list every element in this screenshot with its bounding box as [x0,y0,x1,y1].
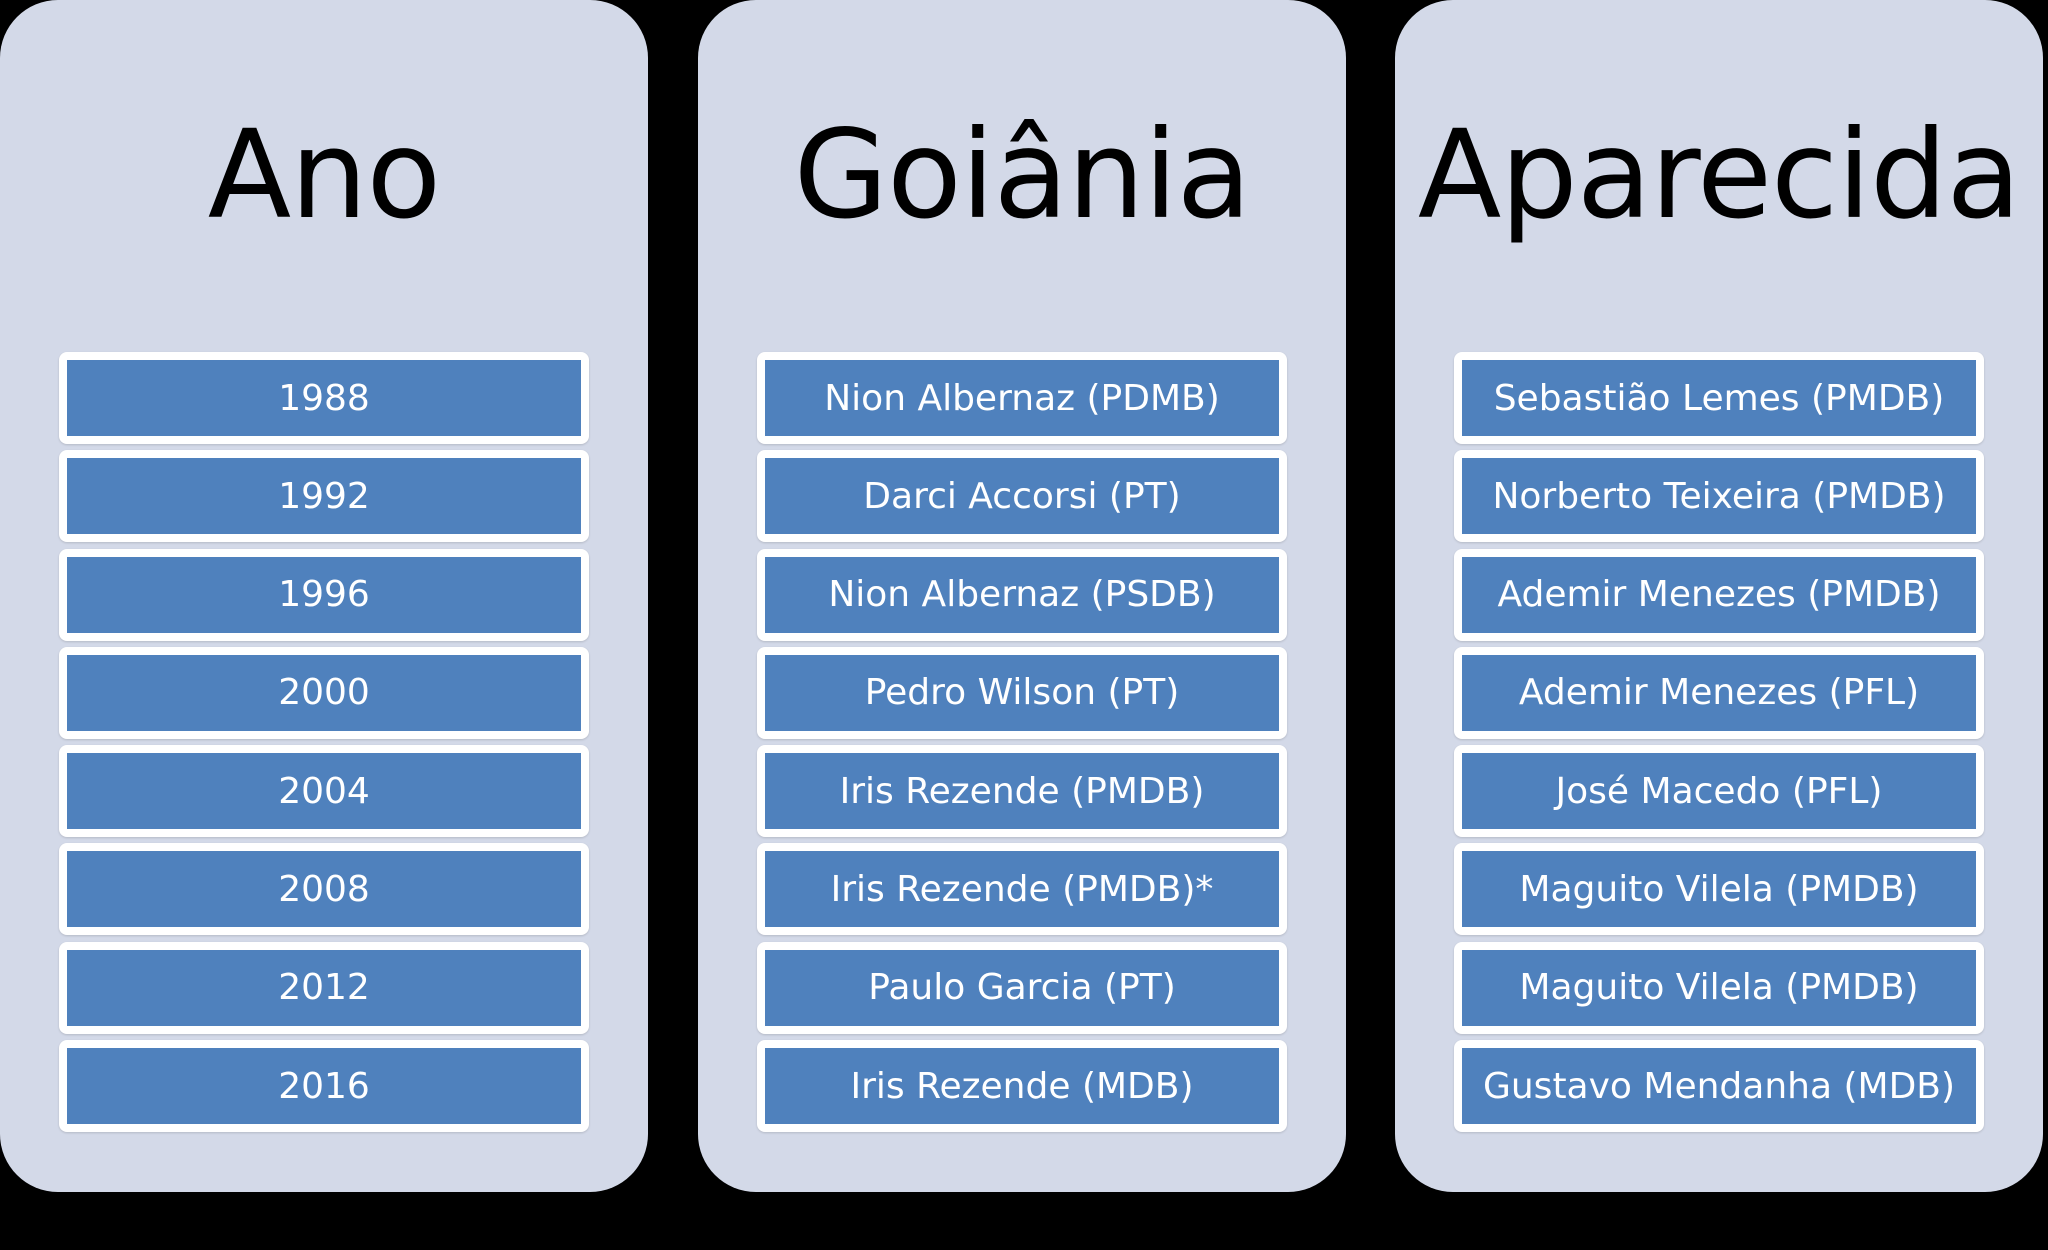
column-aparecida: Aparecida Sebastião Lemes (PMDB) Norbert… [1395,0,2043,1192]
aparecida-mayor-list: Sebastião Lemes (PMDB) Norberto Teixeira… [1454,352,1984,1138]
list-item: 2000 [59,646,589,739]
list-item: 1992 [59,450,589,543]
mayor-label: Iris Rezende (PMDB) [765,753,1279,830]
list-item: Maguito Vilela (PMDB) [1454,941,1984,1034]
mayor-label: Pedro Wilson (PT) [765,654,1279,731]
column-title-aparecida: Aparecida [1417,104,2021,246]
list-item: Norberto Teixeira (PMDB) [1454,450,1984,543]
list-item: 2004 [59,745,589,838]
year-label: 1988 [67,360,581,436]
list-item: Nion Albernaz (PSDB) [757,548,1287,641]
list-item: Iris Rezende (PMDB) [757,745,1287,838]
list-item: Darci Accorsi (PT) [757,450,1287,543]
list-item: Gustavo Mendanha (MDB) [1454,1040,1984,1133]
list-item: Pedro Wilson (PT) [757,646,1287,739]
list-item: Paulo Garcia (PT) [757,941,1287,1034]
mayor-label: Sebastião Lemes (PMDB) [1462,360,1976,436]
mayor-label: Darci Accorsi (PT) [765,458,1279,535]
list-item: Maguito Vilela (PMDB) [1454,843,1984,936]
mayor-label: Iris Rezende (MDB) [765,1048,1279,1125]
column-ano: Ano 1988 1992 1996 2000 2004 2008 2012 2… [0,0,648,1192]
list-item: 2016 [59,1040,589,1133]
year-label: 2016 [67,1048,581,1125]
goiania-mayor-list: Nion Albernaz (PDMB) Darci Accorsi (PT) … [757,352,1287,1138]
year-label: 2004 [67,753,581,830]
list-item: 2012 [59,941,589,1034]
list-item: Iris Rezende (PMDB)* [757,843,1287,936]
list-item: 1988 [59,352,589,444]
mayor-label: Maguito Vilela (PMDB) [1462,851,1976,928]
list-item: Nion Albernaz (PDMB) [757,352,1287,444]
column-title-ano: Ano [207,104,441,246]
year-list: 1988 1992 1996 2000 2004 2008 2012 2016 [59,352,589,1138]
column-title-goiania: Goiânia [793,104,1252,246]
mayor-label: Gustavo Mendanha (MDB) [1462,1048,1976,1125]
list-item: Ademir Menezes (PFL) [1454,646,1984,739]
year-label: 2012 [67,949,581,1026]
mayor-label: Iris Rezende (PMDB)* [765,851,1279,928]
list-item: Iris Rezende (MDB) [757,1040,1287,1133]
mayor-label: Norberto Teixeira (PMDB) [1462,458,1976,535]
list-item: Sebastião Lemes (PMDB) [1454,352,1984,444]
year-label: 1992 [67,458,581,535]
mayor-label: José Macedo (PFL) [1462,753,1976,830]
mayor-label: Maguito Vilela (PMDB) [1462,949,1976,1026]
year-label: 1996 [67,556,581,633]
mayor-label: Nion Albernaz (PSDB) [765,556,1279,633]
mayor-label: Nion Albernaz (PDMB) [765,360,1279,436]
mayor-label: Paulo Garcia (PT) [765,949,1279,1026]
year-label: 2008 [67,851,581,928]
year-label: 2000 [67,654,581,731]
list-item: 2008 [59,843,589,936]
mayor-label: Ademir Menezes (PMDB) [1462,556,1976,633]
list-item: Ademir Menezes (PMDB) [1454,548,1984,641]
column-goiania: Goiânia Nion Albernaz (PDMB) Darci Accor… [698,0,1346,1192]
mayor-label: Ademir Menezes (PFL) [1462,654,1976,731]
list-item: 1996 [59,548,589,641]
list-item: José Macedo (PFL) [1454,745,1984,838]
